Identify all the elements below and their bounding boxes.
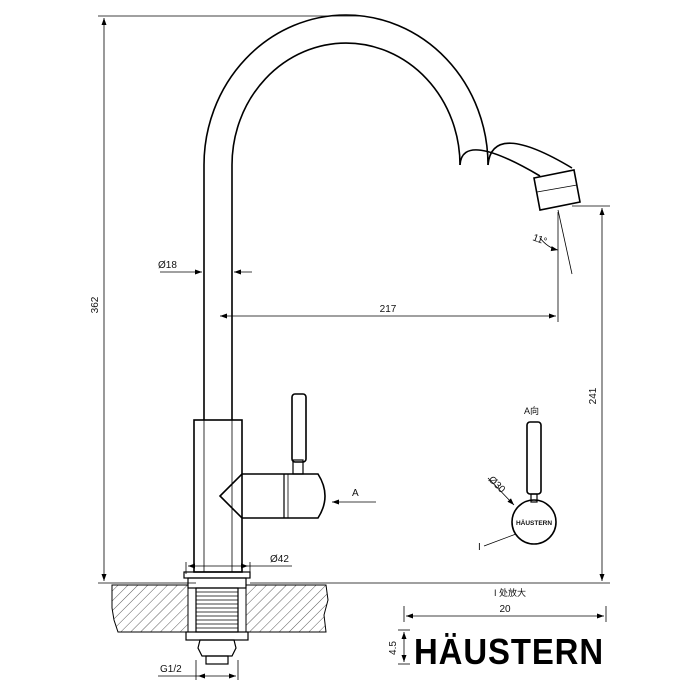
spout-height-label: 241 xyxy=(588,387,599,404)
view-a-detail: A向 HÄUSTERN Ø30 I xyxy=(478,405,557,553)
dimension-reach: 217 xyxy=(220,212,559,322)
base-diameter-label: Ø42 xyxy=(270,554,289,565)
spout-angle-label: 11° xyxy=(531,232,548,247)
aerator xyxy=(533,169,581,211)
reach-label: 217 xyxy=(380,304,397,315)
view-a-title: A向 xyxy=(524,405,539,416)
thread-label: G1/2 xyxy=(160,664,182,675)
dimension-thread: G1/2 xyxy=(158,660,239,680)
pipe-diameter-label: Ø18 xyxy=(158,260,177,271)
detail-caption: I 处放大 xyxy=(494,587,526,598)
threaded-shank xyxy=(183,571,251,665)
view-arrow-label: A xyxy=(352,488,359,499)
spout-pipe xyxy=(203,14,573,420)
dimension-spout-height: 241 xyxy=(250,205,610,584)
brand-logo-text: HÄUSTERN xyxy=(414,631,604,672)
detail-height-label: 4.5 xyxy=(388,641,399,655)
brand-logo: HÄUSTERN xyxy=(414,631,604,672)
faucet-body xyxy=(193,419,243,573)
dimension-total-height: 362 xyxy=(90,15,360,584)
badge-text: HÄUSTERN xyxy=(516,519,552,527)
detail-i-enlarged: I 处放大 20 4.5 xyxy=(388,587,607,665)
dimension-pipe-diameter: Ø18 xyxy=(158,260,252,275)
detail-width-label: 20 xyxy=(499,604,511,615)
detail-marker: I xyxy=(478,542,481,553)
view-arrow-a: A xyxy=(332,488,376,505)
total-height-label: 362 xyxy=(90,296,101,313)
handle-diameter-label: Ø30 xyxy=(486,474,507,495)
lever-handle xyxy=(218,393,326,519)
dimension-spout-angle: 11° xyxy=(531,209,573,275)
dimension-base-diameter: Ø42 xyxy=(185,554,292,574)
